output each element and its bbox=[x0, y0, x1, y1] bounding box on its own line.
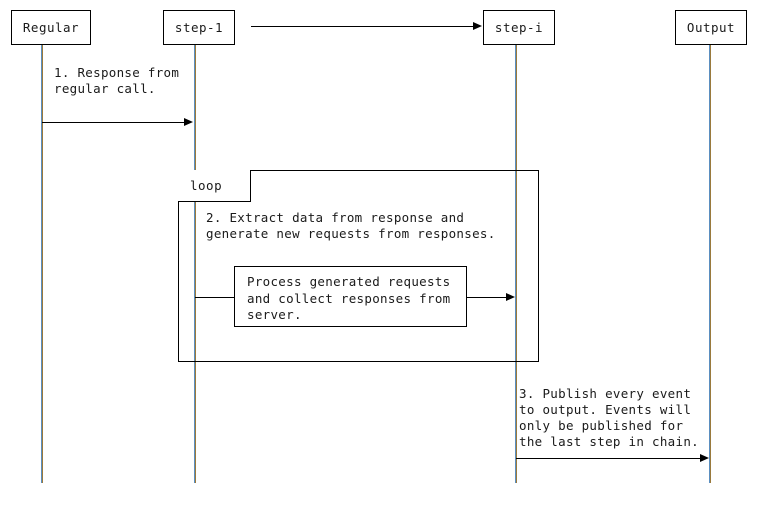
process-note-box[interactable]: Process generated requests and collect r… bbox=[234, 266, 467, 327]
lifeline-output bbox=[709, 45, 711, 483]
participant-output[interactable]: Output bbox=[675, 10, 747, 45]
participant-step-1-label: step-1 bbox=[174, 20, 224, 35]
lifeline-step-1 bbox=[194, 45, 196, 483]
process-note-box-text: Process generated requests and collect r… bbox=[247, 274, 451, 322]
message-publish-every-event-arrowhead bbox=[700, 454, 709, 462]
participant-output-label: Output bbox=[686, 20, 736, 35]
loop-body-text: 2. Extract data from response and genera… bbox=[206, 210, 496, 241]
participant-step-1[interactable]: step-1 bbox=[163, 10, 235, 45]
message-chain-link-line bbox=[251, 26, 474, 27]
loop-fragment-operator-label: loop bbox=[190, 178, 223, 193]
loop-fragment[interactable] bbox=[178, 170, 539, 362]
message-response-from-regular-call-arrowhead bbox=[184, 118, 193, 126]
lifeline-regular bbox=[41, 45, 43, 483]
message-publish-every-event-line bbox=[516, 458, 701, 459]
message-response-from-regular-call-line bbox=[42, 122, 184, 123]
participant-step-i-label: step-i bbox=[494, 20, 544, 35]
lifeline-step-i bbox=[515, 45, 517, 483]
loop-fragment-tab: loop bbox=[178, 170, 251, 202]
message-chain-link-arrowhead bbox=[473, 22, 482, 30]
message-process-generated-requests-line-left bbox=[195, 297, 235, 298]
message-response-from-regular-call-label: 1. Response from regular call. bbox=[54, 65, 180, 96]
participant-step-i[interactable]: step-i bbox=[483, 10, 555, 45]
message-publish-every-event-label: 3. Publish every event to output. Events… bbox=[519, 386, 699, 449]
message-process-generated-requests-line-right bbox=[467, 297, 507, 298]
participant-regular-label: Regular bbox=[22, 20, 80, 35]
message-process-generated-requests-arrowhead bbox=[506, 293, 515, 301]
participant-regular[interactable]: Regular bbox=[11, 10, 91, 45]
